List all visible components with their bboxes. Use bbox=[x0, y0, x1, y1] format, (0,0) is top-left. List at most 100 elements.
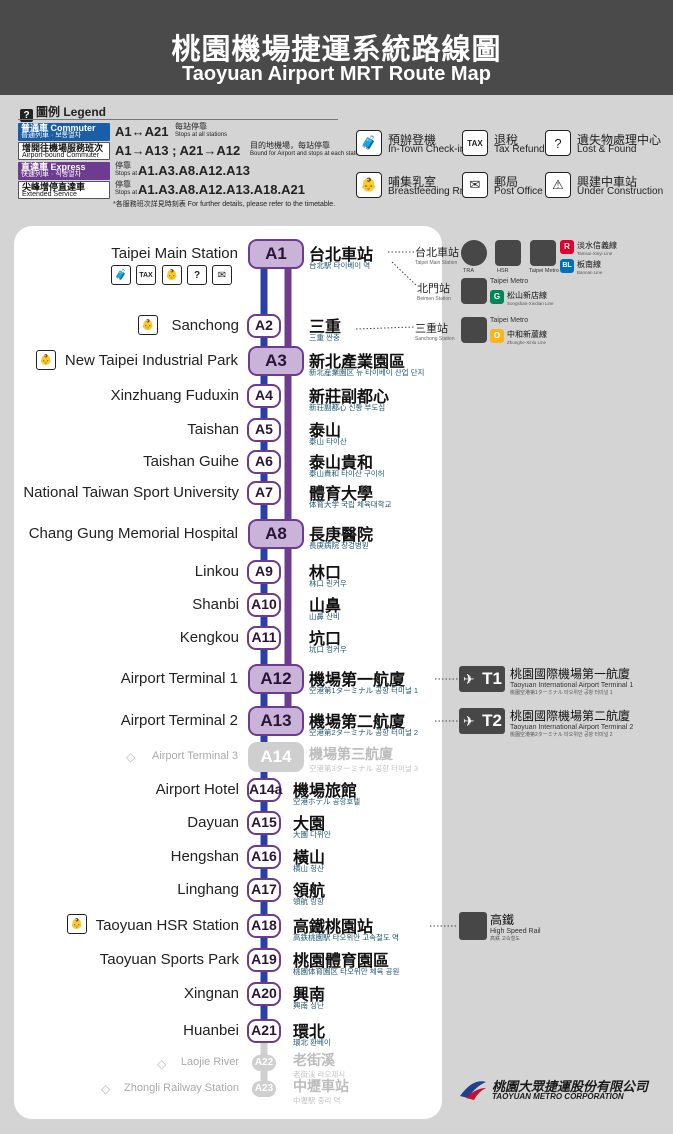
station-name-zh[interactable]: 坑口 bbox=[309, 631, 342, 648]
station-badge-a5[interactable]: A5 bbox=[247, 418, 281, 442]
station-name-en[interactable]: Xinzhuang Fuduxin bbox=[110, 387, 239, 404]
station-badge-a4[interactable]: A4 bbox=[247, 384, 281, 408]
station-name-zh[interactable]: 領航 bbox=[293, 883, 326, 900]
station-name-en[interactable]: Laojie River bbox=[180, 1056, 239, 1068]
amenity-label-en: Post Office bbox=[494, 186, 543, 197]
line-r-badge: R bbox=[560, 240, 574, 254]
station-name-en[interactable]: National Taiwan Sport University bbox=[23, 484, 239, 501]
station-name-zh[interactable]: 三重 bbox=[309, 319, 342, 336]
metro-icon bbox=[530, 240, 556, 266]
station-name-sub: 桃園体育園区 타오위안 체육 공원 bbox=[293, 967, 400, 976]
station-name-zh[interactable]: 山鼻 bbox=[309, 598, 342, 615]
station-name-zh[interactable]: 泰山 bbox=[309, 423, 342, 440]
station-name-en[interactable]: Airport Hotel bbox=[155, 781, 239, 798]
station-name-en[interactable]: Taoyuan HSR Station bbox=[95, 917, 239, 934]
station-badge-a18[interactable]: A18 bbox=[247, 914, 281, 938]
station-name-zh[interactable]: 台北車站 bbox=[309, 247, 374, 264]
station-name-sub: 横山 헝산 bbox=[293, 864, 324, 873]
station-name-en[interactable]: Xingnan bbox=[183, 985, 239, 1002]
service-route: A1.A3.A8.A12.A13 bbox=[138, 163, 250, 178]
station-name-en[interactable]: Linghang bbox=[177, 881, 239, 898]
station-name-en[interactable]: Taishan bbox=[187, 421, 239, 438]
station-name-en[interactable]: Linkou bbox=[194, 563, 239, 580]
station-badge-a22[interactable]: A22 bbox=[252, 1055, 276, 1071]
station-name-en[interactable]: Dayuan bbox=[187, 814, 239, 831]
station-name-zh[interactable]: 長庚醫院 bbox=[309, 527, 374, 544]
luggage-icon: 🧳 bbox=[356, 130, 382, 156]
station-name-zh[interactable]: 興南 bbox=[293, 987, 326, 1004]
station-name-zh[interactable]: 高鐵桃園站 bbox=[293, 919, 374, 936]
breastfeeding-icon: 👶 bbox=[356, 172, 382, 198]
station-name-zh[interactable]: 機場第三航廈 bbox=[309, 746, 393, 762]
station-badge-a10[interactable]: A10 bbox=[247, 593, 281, 617]
station-name-zh[interactable]: 中壢車站 bbox=[293, 1078, 349, 1094]
station-name-en[interactable]: New Taipei Industrial Park bbox=[64, 352, 238, 369]
station-name-en[interactable]: Airport Terminal 2 bbox=[120, 712, 238, 729]
station-badge-a19[interactable]: A19 bbox=[247, 948, 281, 972]
station-badge-a8[interactable]: A8 bbox=[248, 519, 304, 549]
station-name-zh[interactable]: 環北 bbox=[293, 1024, 326, 1041]
station-name-zh[interactable]: 體育大學 bbox=[309, 486, 374, 503]
station-name-en[interactable]: Taishan Guihe bbox=[143, 453, 239, 470]
station-name-zh[interactable]: 機場第二航廈 bbox=[309, 714, 406, 731]
station-name-en[interactable]: Kengkou bbox=[179, 629, 239, 646]
station-badge-a13[interactable]: A13 bbox=[248, 706, 304, 736]
station-badge-a9[interactable]: A9 bbox=[247, 560, 281, 584]
station-badge-a3[interactable]: A3 bbox=[248, 346, 304, 376]
map-title-zh: 桃園機場捷運系統路線圖 bbox=[171, 34, 502, 66]
station-name-zh[interactable]: 橫山 bbox=[293, 850, 326, 867]
route-panel bbox=[14, 226, 442, 1119]
station-badge-a11[interactable]: A11 bbox=[247, 626, 281, 650]
station-name-en[interactable]: Airport Terminal 3 bbox=[152, 750, 238, 762]
station-name-zh[interactable]: 新北產業園區 bbox=[309, 354, 406, 371]
hsr-icon bbox=[459, 912, 487, 940]
map-title-en: Taoyuan Airport MRT Route Map bbox=[182, 63, 491, 85]
legend-title: ?圖例 Legend bbox=[20, 103, 106, 122]
amenity-label-zh: 興建中車站 bbox=[577, 175, 638, 189]
construction-icon: ◇ bbox=[101, 1082, 111, 1096]
station-name-en[interactable]: Zhongli Railway Station bbox=[124, 1082, 239, 1094]
station-badge-a17[interactable]: A17 bbox=[247, 878, 281, 902]
logo-zh: 桃園大眾捷運股份有限公司 bbox=[492, 1079, 649, 1094]
station-name-en[interactable]: Shanbi bbox=[192, 596, 239, 613]
line-g-badge: G bbox=[490, 290, 504, 304]
station-name-zh[interactable]: 新莊副都心 bbox=[309, 389, 390, 406]
station-badge-a2[interactable]: A2 bbox=[247, 314, 281, 338]
header-banner: 桃園機場捷運系統路線圖 Taoyuan Airport MRT Route Ma… bbox=[0, 0, 673, 95]
metro-label: Taipei Metro bbox=[529, 268, 559, 274]
station-name-en[interactable]: Taipei Main Station bbox=[111, 245, 238, 262]
station-name-zh[interactable]: 林口 bbox=[309, 565, 342, 582]
station-name-en[interactable]: Taoyuan Sports Park bbox=[99, 951, 239, 968]
station-badge-a15[interactable]: A15 bbox=[247, 811, 281, 835]
station-name-en[interactable]: Chang Gung Memorial Hospital bbox=[28, 525, 238, 542]
station-name-en[interactable]: Huanbei bbox=[183, 1022, 239, 1039]
station-name-sub: 老街渓 라오제시 bbox=[293, 1070, 346, 1079]
station-name-en[interactable]: Airport Terminal 1 bbox=[120, 670, 238, 687]
station-badge-a21[interactable]: A21 bbox=[247, 1019, 281, 1043]
station-badge-a7[interactable]: A7 bbox=[247, 481, 281, 505]
station-name-zh[interactable]: 泰山貴和 bbox=[309, 455, 374, 472]
station-name-zh[interactable]: 桃園體育園區 bbox=[293, 953, 390, 970]
station-name-zh[interactable]: 老街溪 bbox=[293, 1052, 335, 1068]
station-badge-a23[interactable]: A23 bbox=[252, 1081, 276, 1097]
station-name-en[interactable]: Hengshan bbox=[170, 848, 239, 865]
station-name-zh[interactable]: 機場旅館 bbox=[293, 783, 358, 800]
station-badge-a12[interactable]: A12 bbox=[248, 664, 304, 694]
station-name-zh[interactable]: 機場第一航廈 bbox=[309, 672, 406, 689]
station-badge-a6[interactable]: A6 bbox=[247, 450, 281, 474]
station-badge-a16[interactable]: A16 bbox=[247, 845, 281, 869]
station-badge-a20[interactable]: A20 bbox=[247, 982, 281, 1006]
station-name-zh[interactable]: 大園 bbox=[293, 816, 326, 833]
breastfeeding-icon: 👶 bbox=[162, 265, 182, 285]
station-badge-a14a[interactable]: A14a bbox=[247, 778, 282, 802]
station-name-en[interactable]: Sanchong bbox=[171, 317, 239, 334]
station-badge-a14[interactable]: A14 bbox=[248, 742, 304, 772]
station-badge-a1[interactable]: A1 bbox=[248, 239, 304, 269]
tra-label: TRA bbox=[463, 268, 474, 274]
